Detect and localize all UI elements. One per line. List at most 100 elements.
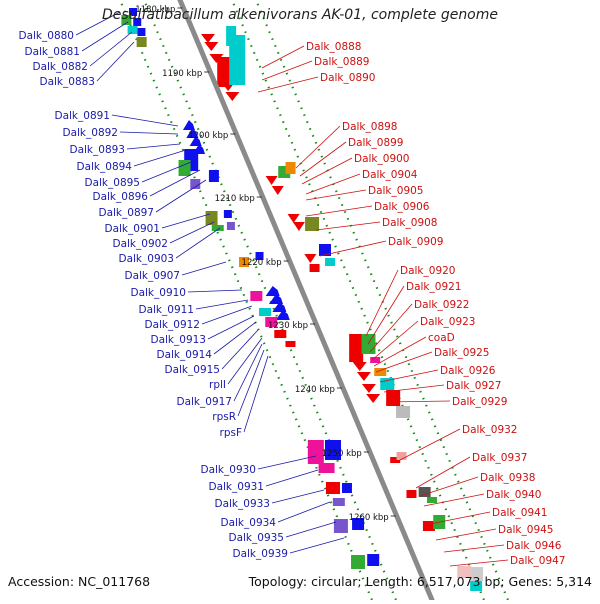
gene-block[interactable] — [305, 217, 320, 231]
gene-block[interactable] — [457, 566, 472, 578]
gene-arrow[interactable] — [356, 372, 371, 381]
gene-arrow[interactable] — [189, 136, 202, 146]
gene-block[interactable] — [396, 406, 411, 418]
gene-label[interactable]: Dalk_0898 — [342, 121, 398, 133]
gene-block[interactable] — [333, 519, 348, 533]
gene-label[interactable]: Dalk_0903 — [119, 253, 175, 265]
gene-label[interactable]: Dalk_0940 — [486, 489, 542, 501]
gene-block[interactable] — [370, 357, 381, 363]
gene-block[interactable] — [470, 581, 483, 591]
gene-label[interactable]: Dalk_0932 — [462, 424, 518, 436]
gene-arrow[interactable] — [366, 394, 381, 403]
gene-block[interactable] — [318, 463, 335, 473]
gene-label[interactable]: Dalk_0908 — [382, 217, 438, 229]
gene-label[interactable]: Dalk_0925 — [434, 347, 490, 359]
gene-arrow[interactable] — [265, 286, 280, 296]
gene-label[interactable]: Dalk_0929 — [452, 396, 508, 408]
gene-arrow[interactable] — [361, 384, 376, 393]
gene-label[interactable]: Dalk_0917 — [177, 396, 233, 408]
gene-label[interactable]: Dalk_0901 — [105, 223, 161, 235]
gene-label[interactable]: Dalk_0913 — [151, 334, 207, 346]
gene-label[interactable]: Dalk_0883 — [40, 76, 96, 88]
gene-arrow[interactable] — [200, 34, 215, 43]
gene-block[interactable] — [259, 308, 272, 316]
gene-label[interactable]: Dalk_0931 — [209, 481, 265, 493]
gene-arrow[interactable] — [349, 354, 364, 363]
gene-label[interactable]: Dalk_0907 — [125, 270, 181, 282]
gene-block[interactable] — [211, 225, 224, 231]
gene-block[interactable] — [386, 390, 401, 406]
gene-block[interactable] — [250, 291, 263, 301]
gene-label[interactable]: Dalk_0881 — [25, 46, 81, 58]
gene-label[interactable]: Dalk_0938 — [480, 472, 536, 484]
gene-label[interactable]: rplI — [209, 379, 226, 391]
gene-block[interactable] — [226, 26, 237, 46]
gene-label[interactable]: Dalk_0930 — [201, 464, 257, 476]
gene-label[interactable]: Dalk_0933 — [215, 498, 271, 510]
gene-arrow[interactable] — [204, 42, 219, 51]
gene-block[interactable] — [390, 457, 401, 463]
gene-arrow[interactable] — [269, 294, 283, 304]
gene-block[interactable] — [367, 554, 380, 566]
gene-block[interactable] — [121, 15, 132, 25]
gene-block[interactable] — [332, 498, 345, 506]
gene-label[interactable]: rpsR — [212, 411, 236, 423]
gene-block[interactable] — [422, 521, 435, 531]
gene-label[interactable]: Dalk_0910 — [131, 287, 187, 299]
gene-block[interactable] — [418, 487, 431, 497]
gene-block[interactable] — [208, 170, 219, 182]
gene-label[interactable]: Dalk_0892 — [63, 127, 119, 139]
gene-label[interactable]: Dalk_0911 — [139, 304, 195, 316]
gene-block[interactable] — [255, 252, 264, 260]
gene-label[interactable]: Dalk_0920 — [400, 265, 456, 277]
gene-label[interactable]: Dalk_0937 — [472, 452, 528, 464]
gene-label[interactable]: Dalk_0880 — [19, 30, 75, 42]
gene-label[interactable]: Dalk_0921 — [406, 281, 462, 293]
gene-label[interactable]: Dalk_0905 — [368, 185, 424, 197]
gene-block[interactable] — [319, 244, 331, 256]
gene-block[interactable] — [309, 264, 320, 272]
gene-arrow[interactable] — [352, 362, 367, 371]
gene-label[interactable]: Dalk_0923 — [420, 316, 476, 328]
gene-label[interactable]: Dalk_0904 — [362, 169, 418, 181]
gene-arrow[interactable] — [287, 214, 300, 223]
gene-block[interactable] — [325, 440, 341, 460]
gene-block[interactable] — [471, 567, 484, 581]
gene-arrow[interactable] — [186, 128, 199, 138]
gene-label[interactable]: Dalk_0882 — [33, 61, 89, 73]
gene-label[interactable]: Dalk_0888 — [306, 41, 362, 53]
gene-label[interactable]: Dalk_0912 — [145, 319, 201, 331]
gene-label[interactable]: Dalk_0906 — [374, 201, 430, 213]
gene-block[interactable] — [223, 210, 232, 218]
gene-arrow[interactable] — [271, 186, 284, 195]
gene-block[interactable] — [136, 37, 147, 47]
gene-label[interactable]: coaD — [428, 332, 455, 344]
gene-label[interactable]: Dalk_0927 — [446, 380, 502, 392]
gene-label[interactable]: Dalk_0894 — [77, 161, 133, 173]
gene-block[interactable] — [129, 8, 138, 16]
gene-label[interactable]: Dalk_0895 — [85, 177, 141, 189]
gene-block[interactable] — [307, 440, 324, 464]
gene-block[interactable] — [341, 483, 352, 493]
gene-block[interactable] — [133, 18, 142, 26]
gene-block[interactable] — [325, 482, 340, 494]
gene-label[interactable]: Dalk_0893 — [70, 144, 126, 156]
gene-label[interactable]: Dalk_0934 — [221, 517, 277, 529]
gene-arrow[interactable] — [209, 54, 224, 63]
gene-label[interactable]: Dalk_0945 — [498, 524, 554, 536]
gene-block[interactable] — [137, 28, 146, 36]
gene-block[interactable] — [285, 162, 296, 174]
gene-label[interactable]: Dalk_0891 — [55, 110, 111, 122]
gene-arrow[interactable] — [304, 254, 317, 263]
gene-label[interactable]: Dalk_0889 — [314, 56, 370, 68]
gene-block[interactable] — [190, 179, 201, 189]
gene-block[interactable] — [285, 341, 296, 347]
gene-label[interactable]: rpsF — [220, 427, 243, 439]
gene-block[interactable] — [352, 518, 365, 530]
gene-arrow[interactable] — [292, 222, 305, 231]
gene-label[interactable]: Dalk_0946 — [506, 540, 562, 552]
gene-label[interactable]: Dalk_0914 — [157, 349, 213, 361]
gene-block[interactable] — [351, 555, 366, 569]
gene-block[interactable] — [239, 257, 250, 267]
gene-block[interactable] — [361, 334, 376, 354]
